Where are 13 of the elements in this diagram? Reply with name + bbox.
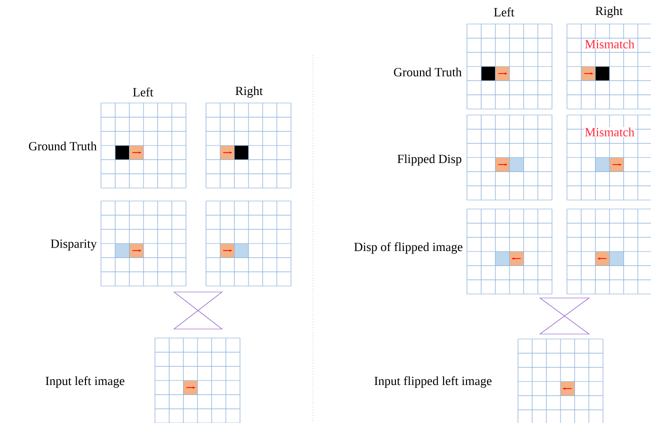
row-label: Flipped Disp	[397, 154, 462, 166]
row-label: Disp of flipped image	[354, 242, 462, 254]
column-heading: Left	[133, 88, 154, 96]
row-label: Input flipped left image	[374, 376, 492, 388]
column-heading: Right	[236, 86, 263, 98]
row-label: Input left image	[46, 376, 124, 388]
row-label: Disparity	[50, 240, 97, 250]
row-label: Ground Truth	[394, 68, 462, 76]
mismatch-note: Mismatch	[584, 127, 635, 137]
mismatch-note: Mismatch	[584, 39, 635, 49]
column-heading: Left	[494, 8, 514, 16]
column-heading: Right	[596, 6, 623, 18]
row-label: Ground Truth	[28, 142, 97, 150]
